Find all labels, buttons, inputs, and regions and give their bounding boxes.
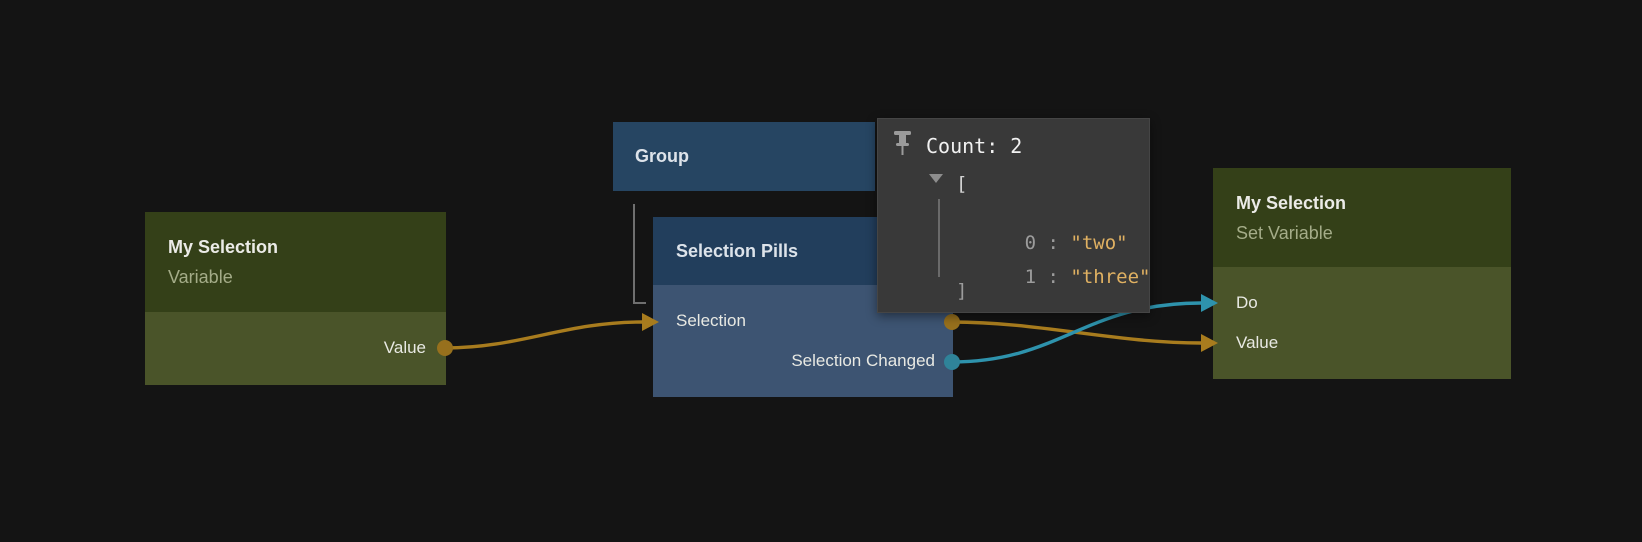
node-variable[interactable]: My Selection Variable Value <box>145 212 446 385</box>
node-type-label: Variable <box>168 267 233 287</box>
wire-value-to-selection[interactable] <box>444 320 643 350</box>
node-set-variable[interactable]: My Selection Set Variable Do Value <box>1213 168 1511 379</box>
port-label: Selection <box>676 311 746 330</box>
array-item: 0 : "two" <box>956 207 1128 279</box>
array-item-index: 1 : <box>1024 266 1071 288</box>
port-value-output[interactable]: Value <box>145 328 446 368</box>
node-variable-header[interactable]: My Selection Variable <box>145 212 446 312</box>
node-title: Group <box>635 146 689 166</box>
node-set-variable-body: Do Value <box>1213 267 1511 379</box>
array-open-bracket: [ <box>956 173 968 195</box>
wire-selection-to-value[interactable] <box>951 320 1202 345</box>
node-title: My Selection <box>168 237 279 257</box>
pushpin-icon[interactable] <box>893 131 912 156</box>
port-label: Value <box>383 338 426 357</box>
node-type-label: Set Variable <box>1236 223 1333 243</box>
port-label: Value <box>1236 333 1279 352</box>
array-close-bracket: ] <box>956 280 968 302</box>
tree-indent-line <box>938 199 940 277</box>
group-child-connector-line <box>633 204 646 304</box>
port-selection[interactable]: Selection <box>653 301 953 341</box>
triangle-down-icon[interactable] <box>929 174 943 183</box>
array-item-value: "two" <box>1070 232 1128 254</box>
node-variable-body: Value <box>145 312 446 385</box>
tooltip-title: Count: 2 <box>926 134 1023 158</box>
node-title: Selection Pills <box>676 241 799 261</box>
node-selection-pills[interactable]: Selection Pills Selection Selection Chan… <box>653 217 953 397</box>
array-item: 1 : "three" <box>956 241 1151 313</box>
port-selection-changed[interactable]: Selection Changed <box>653 341 953 381</box>
port-value-input[interactable]: Value <box>1213 323 1511 363</box>
node-title: My Selection <box>1236 193 1347 213</box>
array-item-value: "three" <box>1070 266 1151 288</box>
array-item-index: 0 : <box>1024 232 1071 254</box>
node-group[interactable]: Group <box>613 122 875 191</box>
port-do-input[interactable]: Do <box>1213 283 1511 323</box>
pinned-value-inspector[interactable]: Count: 2 [ 0 : "two" 1 : "three" ] <box>877 118 1150 313</box>
port-label: Selection Changed <box>791 351 935 370</box>
node-set-variable-header[interactable]: My Selection Set Variable <box>1213 168 1511 267</box>
port-label: Do <box>1236 293 1258 312</box>
